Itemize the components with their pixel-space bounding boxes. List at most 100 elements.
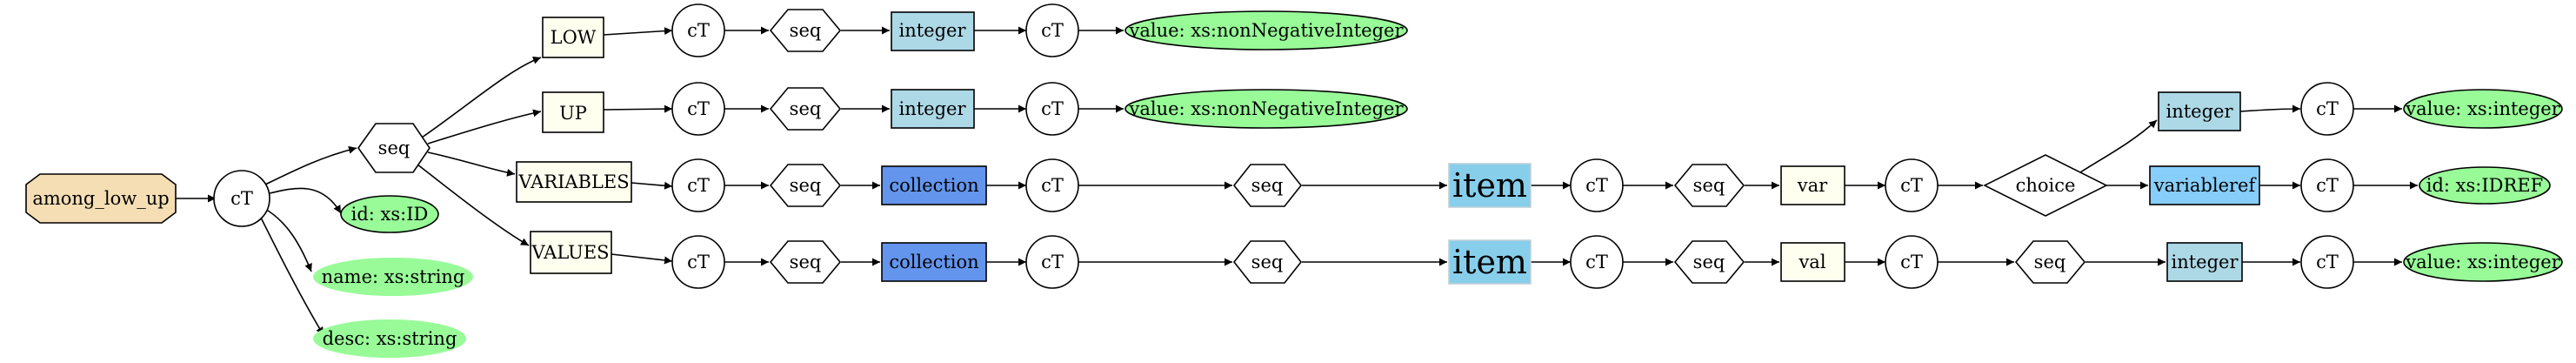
row3-var: var bbox=[1780, 165, 1845, 205]
root-octagon bbox=[25, 173, 177, 224]
svg-text:cT: cT bbox=[1900, 252, 1923, 272]
svg-text:LOW: LOW bbox=[551, 27, 597, 48]
edge-ct-seq bbox=[264, 145, 357, 185]
svg-text:cT: cT bbox=[1585, 252, 1608, 272]
svg-text:cT: cT bbox=[687, 20, 710, 41]
seq-top: seq bbox=[357, 123, 430, 173]
edge-up-ct bbox=[603, 104, 673, 113]
row4-seq3: seq bbox=[1673, 240, 1745, 284]
edge-seq-values bbox=[412, 160, 530, 246]
row2-ct: cT bbox=[671, 82, 725, 136]
row4-seq: seq bbox=[769, 240, 842, 284]
row3-choice-integer-ct: cT bbox=[2300, 82, 2354, 136]
row3-id-idref: id: xs:IDREF bbox=[2419, 166, 2551, 205]
row4-collection: collection bbox=[881, 242, 987, 282]
row4-item: item bbox=[1448, 239, 1532, 285]
svg-text:seq: seq bbox=[1693, 175, 1725, 196]
row4-integer: integer bbox=[2166, 242, 2243, 282]
row4-ct: cT bbox=[671, 235, 725, 289]
row3-choice-value: value: xs:integer bbox=[2403, 89, 2563, 129]
svg-text:seq: seq bbox=[790, 20, 822, 41]
edge-variables-ct bbox=[631, 181, 673, 190]
row2-integer: integer bbox=[891, 89, 975, 129]
svg-text:cT: cT bbox=[2316, 98, 2339, 119]
svg-text:integer: integer bbox=[2171, 252, 2239, 272]
svg-text:cT: cT bbox=[1900, 175, 1923, 196]
svg-text:cT: cT bbox=[1585, 175, 1608, 196]
ct-main: cT bbox=[213, 170, 270, 227]
element-low: LOW bbox=[542, 17, 604, 58]
row1-integer: integer bbox=[891, 11, 975, 51]
row1-ct: cT bbox=[671, 3, 725, 57]
svg-text:cT: cT bbox=[2316, 252, 2339, 272]
svg-text:seq: seq bbox=[790, 98, 822, 119]
svg-text:desc: xs:string: desc: xs:string bbox=[323, 328, 457, 349]
row2-seq: seq bbox=[769, 87, 842, 131]
row3-seq2: seq bbox=[1232, 164, 1303, 207]
root-label: among_low_up bbox=[32, 188, 169, 209]
row4-ct3: cT bbox=[1570, 235, 1624, 289]
edge-values-ct bbox=[611, 253, 673, 265]
svg-text:collection: collection bbox=[889, 252, 978, 272]
attr-name: name: xs:string bbox=[313, 258, 473, 296]
row3-ct2: cT bbox=[1025, 158, 1079, 212]
svg-text:var: var bbox=[1797, 175, 1828, 196]
row4-seq4: seq bbox=[2014, 240, 2086, 284]
edge-choice-integer bbox=[2079, 119, 2158, 173]
row3-ct3: cT bbox=[1570, 158, 1624, 212]
svg-text:cT: cT bbox=[687, 98, 710, 119]
attr-desc: desc: xs:string bbox=[313, 319, 466, 358]
edge-ct-id bbox=[269, 187, 342, 214]
svg-text:VALUES: VALUES bbox=[531, 242, 609, 263]
svg-text:integer: integer bbox=[2166, 101, 2233, 122]
svg-text:item: item bbox=[1452, 243, 1527, 281]
edge-ct-desc bbox=[260, 217, 324, 336]
svg-text:collection: collection bbox=[889, 175, 978, 196]
element-values: VALUES bbox=[530, 231, 612, 274]
row2-value: value: xs:nonNegativeInteger bbox=[1124, 89, 1408, 129]
svg-text:cT: cT bbox=[2316, 175, 2339, 196]
edges bbox=[176, 26, 2418, 336]
svg-text:UP: UP bbox=[559, 103, 587, 124]
root-node: among_low_up bbox=[25, 173, 177, 224]
edge-low-ct bbox=[603, 27, 673, 36]
svg-text:choice: choice bbox=[2016, 175, 2076, 196]
svg-text:seq: seq bbox=[790, 175, 822, 196]
row4-val: val bbox=[1780, 242, 1845, 282]
svg-text:seq: seq bbox=[1251, 252, 1284, 272]
row4-ct2: cT bbox=[1025, 235, 1079, 289]
row3-ct: cT bbox=[671, 158, 725, 212]
row3-choice-integer: integer bbox=[2158, 91, 2241, 131]
svg-text:item: item bbox=[1452, 166, 1527, 205]
svg-text:cT: cT bbox=[687, 252, 710, 272]
row3-choice: choice bbox=[1983, 154, 2108, 217]
svg-text:id: xs:IDREF: id: xs:IDREF bbox=[2426, 175, 2543, 196]
row3-seq: seq bbox=[769, 164, 842, 207]
svg-text:cT: cT bbox=[1041, 98, 1064, 119]
svg-text:value: xs:integer: value: xs:integer bbox=[2405, 252, 2560, 272]
svg-text:seq: seq bbox=[1251, 175, 1284, 196]
svg-text:val: val bbox=[1798, 252, 1825, 272]
svg-text:seq: seq bbox=[378, 138, 410, 158]
svg-text:seq: seq bbox=[790, 252, 822, 272]
element-up: UP bbox=[542, 91, 604, 133]
svg-text:value: xs:nonNegativeInteger: value: xs:nonNegativeInteger bbox=[1129, 98, 1405, 119]
row4-ct5: cT bbox=[2300, 235, 2354, 289]
row3-collection: collection bbox=[881, 165, 987, 205]
row3-item: item bbox=[1448, 163, 1532, 208]
edge-seq-up bbox=[427, 109, 542, 145]
row2-ct2: cT bbox=[1025, 82, 1079, 136]
svg-text:variableref: variableref bbox=[2153, 175, 2258, 196]
svg-text:cT: cT bbox=[687, 175, 710, 196]
row4-seq2: seq bbox=[1232, 240, 1303, 284]
row3-ct4: cT bbox=[1885, 158, 1939, 212]
svg-text:integer: integer bbox=[898, 98, 966, 119]
svg-text:value: xs:integer: value: xs:integer bbox=[2405, 98, 2560, 119]
svg-text:VARIABLES: VARIABLES bbox=[517, 171, 629, 192]
edge-seq-low bbox=[421, 56, 542, 138]
row4-value: value: xs:integer bbox=[2403, 242, 2563, 282]
svg-text:id: xs:ID: id: xs:ID bbox=[351, 204, 429, 225]
attr-id: id: xs:ID bbox=[340, 195, 439, 233]
